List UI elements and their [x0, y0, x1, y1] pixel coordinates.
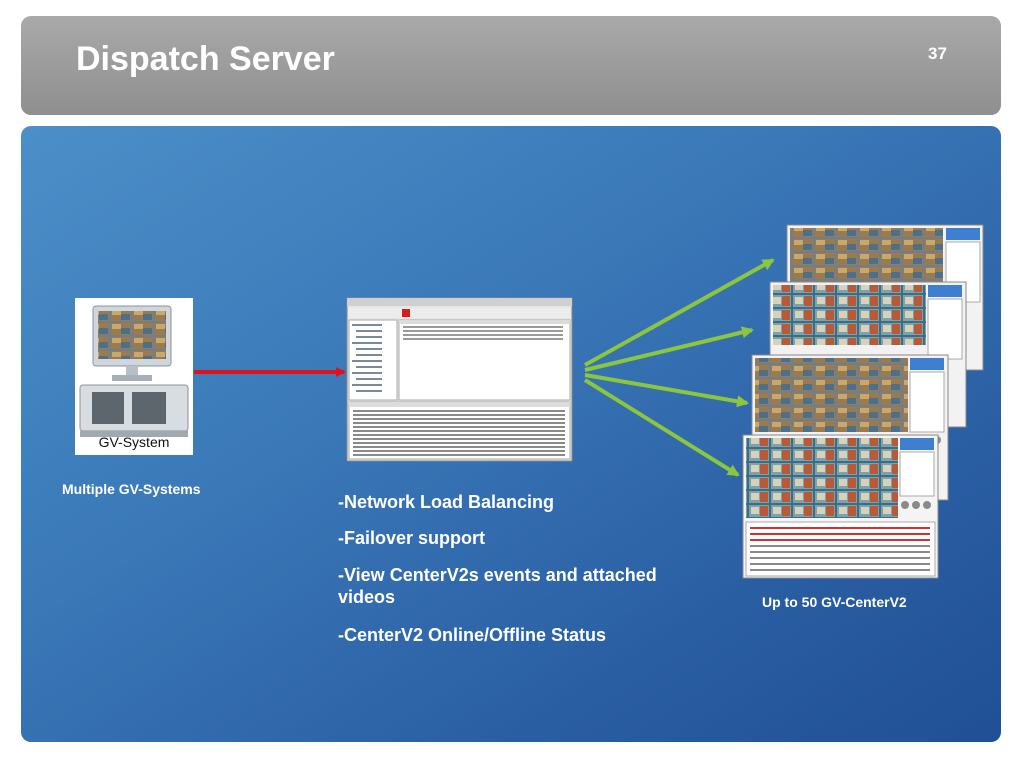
dispatch-server-screenshot	[346, 297, 573, 462]
green-arrow-4	[583, 378, 740, 477]
feature-online-status: -CenterV2 Online/Offline Status	[338, 625, 607, 645]
green-arrow-2	[584, 326, 754, 372]
centerv2-label: Up to 50 GV-CenterV2	[762, 594, 907, 610]
gv-system-caption: GV-System	[98, 434, 170, 450]
green-arrows	[583, 258, 775, 477]
feature-failover-support: -Failover support	[338, 528, 486, 548]
green-arrow-1	[584, 258, 775, 367]
feature-network-load-balancing: -Network Load Balancing	[338, 492, 555, 512]
title-bar	[21, 16, 1001, 115]
feature-view-events: -View CenterV2s events and attached vide…	[338, 565, 657, 607]
green-arrow-3	[584, 373, 749, 408]
centerv2-window-4	[742, 434, 939, 579]
gv-system-image	[75, 298, 193, 455]
page-number: 37	[928, 44, 947, 63]
multiple-gv-systems-label: Multiple GV-Systems	[62, 481, 201, 497]
slide-title: Dispatch Server	[76, 40, 335, 78]
